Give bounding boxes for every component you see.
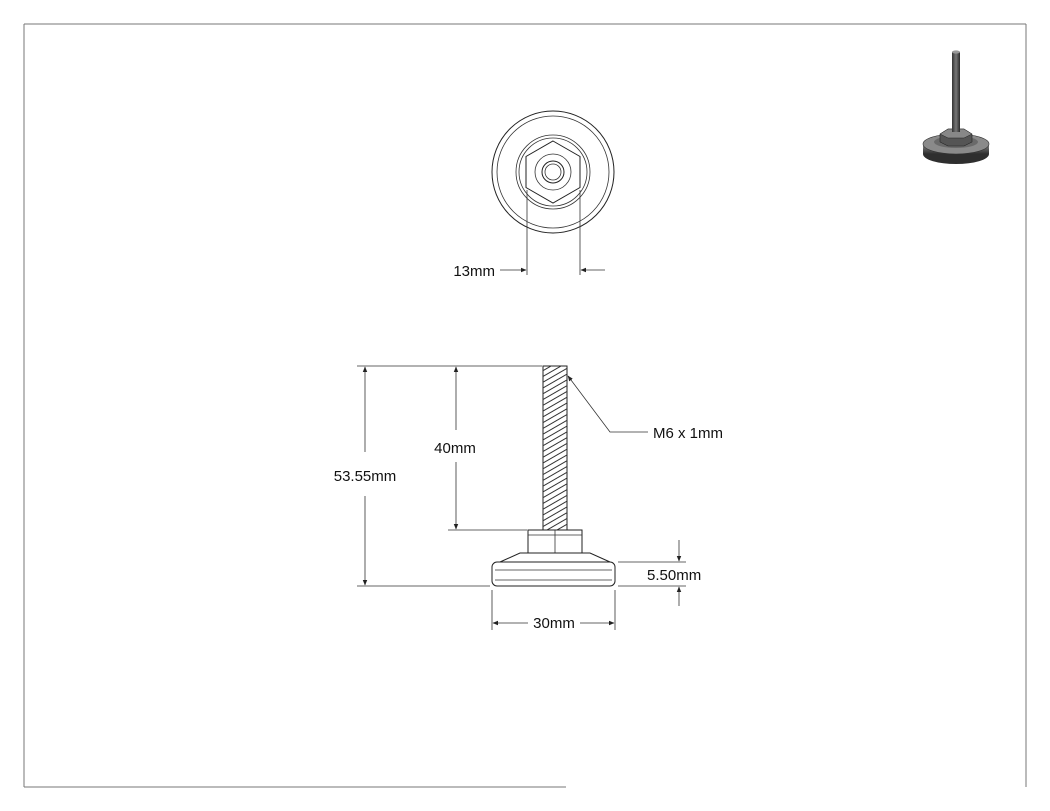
base-foot [491, 561, 616, 587]
base-diameter-label: 30mm [533, 615, 575, 632]
sheet-border [23, 23, 1027, 788]
dimension-hex-width: 13mm [453, 190, 605, 280]
isometric-preview [922, 50, 990, 164]
thread-spec-label: M6 x 1mm [653, 425, 723, 442]
total-height-label: 53.55mm [334, 468, 397, 485]
hex-nut-top [525, 140, 581, 204]
dimension-thread-length: 40mm [434, 366, 527, 531]
hex-width-label: 13mm [453, 263, 495, 280]
dimension-total-height: 53.55mm [334, 365, 542, 587]
base-height-label: 5.50mm [647, 567, 701, 584]
thread-length-label: 40mm [434, 440, 476, 457]
top-view [491, 110, 615, 234]
thread-spec-callout: M6 x 1mm [567, 375, 723, 442]
dimension-base-diameter: 30mm [491, 590, 616, 632]
front-view [491, 365, 616, 587]
dimension-base-height: 5.50mm [618, 540, 701, 606]
